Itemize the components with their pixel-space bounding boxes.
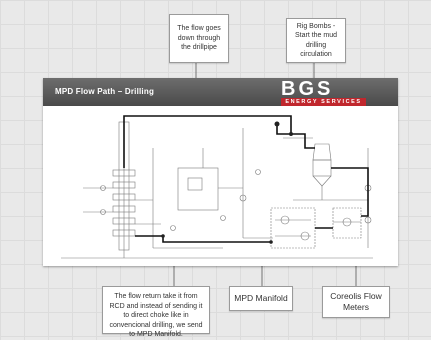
mpd-flow-slide[interactable]: MPD Flow Path – Drilling BGS ENERGY SERV… [43,78,398,266]
choke-manifold [177,167,219,211]
bgs-logo-subtitle: ENERGY SERVICES [281,98,366,106]
note-coreolis-flow-meters[interactable]: Coreolis Flow Meters [322,286,390,318]
slide-title: MPD Flow Path – Drilling [55,87,155,96]
note-mpd-manifold[interactable]: MPD Manifold [229,286,293,311]
bop-stack [112,169,136,237]
note-flow-return[interactable]: The flow return take it from RCD and ins… [102,286,210,338]
flow-path-supply [123,115,315,168]
mpd-manifold-box [270,207,316,249]
flow-path-supply-pump [276,124,291,135]
note-rig-bombs[interactable]: Rig Bombs - Start the mud drilling circu… [286,18,346,63]
mpd-flow-schematic [61,115,373,259]
flow-path-to-tank [331,167,369,217]
coriolis-box [332,207,362,239]
mud-tank [312,143,332,161]
flow-path-return [135,235,271,243]
note-flow-down[interactable]: The flow goes down through the drillpipe [169,14,229,63]
bgs-logo: BGS [281,78,334,100]
slide-header: MPD Flow Path – Drilling BGS ENERGY SERV… [43,78,398,106]
